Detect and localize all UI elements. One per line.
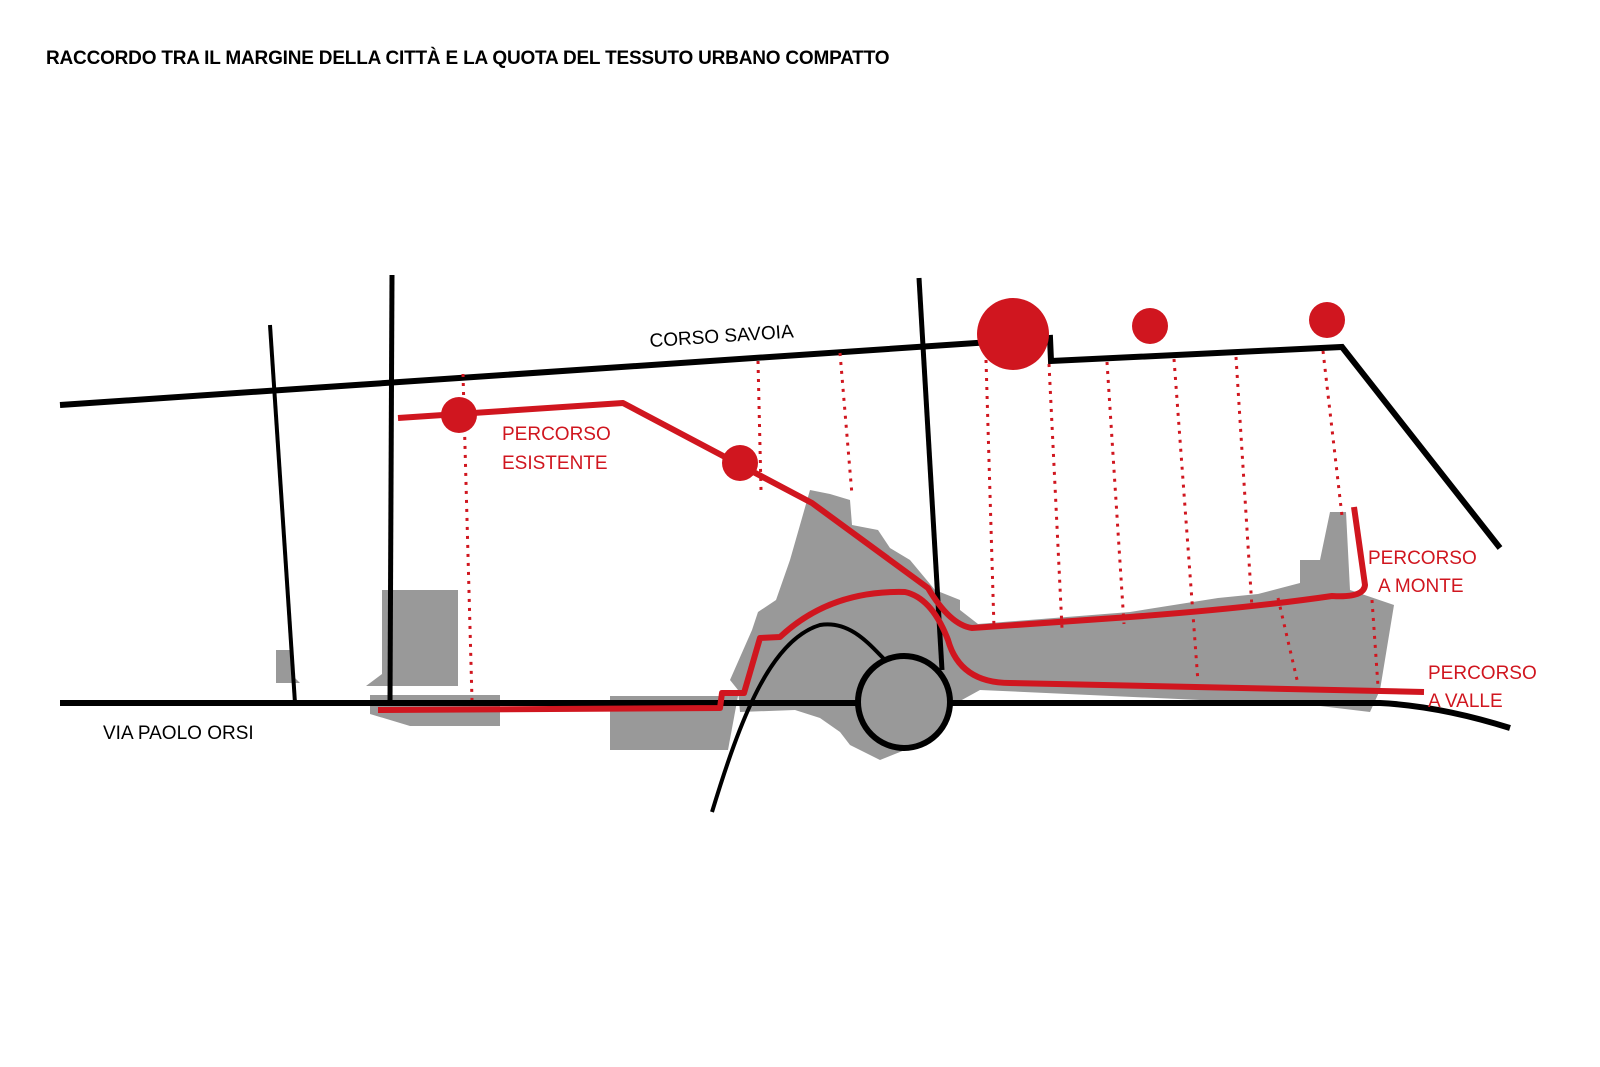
- route-label-downhill-2: A VALLE: [1428, 691, 1503, 712]
- node: [441, 397, 477, 433]
- node: [722, 445, 758, 481]
- cross-street-2: [387, 274, 395, 704]
- street-label-corso-savoia: CORSO SAVOIA: [649, 321, 795, 352]
- connection-line: [984, 359, 996, 629]
- route-existing: [397, 400, 1368, 631]
- nodes: [441, 298, 1345, 481]
- road-via-paolo-orsi: [60, 700, 1511, 731]
- built-area-left: [366, 590, 458, 686]
- route-label-existing-1: PERCORSO: [502, 424, 611, 445]
- connection-line: [1234, 356, 1254, 609]
- route-label-uphill-2: A MONTE: [1378, 576, 1464, 597]
- connection-line: [756, 360, 763, 491]
- node: [1309, 302, 1345, 338]
- route-label-downhill-1: PERCORSO: [1428, 663, 1537, 684]
- routes: [377, 400, 1425, 713]
- connection-line: [1321, 350, 1344, 517]
- built-area-left-small: [276, 650, 300, 683]
- road-network: [59, 274, 1511, 813]
- route-downhill: [377, 588, 1425, 713]
- cross-street-1: [268, 324, 297, 704]
- roundabout: [855, 653, 953, 751]
- route-label-uphill-1: PERCORSO: [1368, 548, 1477, 569]
- node: [1132, 308, 1168, 344]
- connection-line: [1276, 597, 1300, 685]
- connection-line: [1105, 361, 1126, 625]
- connection-line: [1047, 363, 1064, 629]
- street-label-via-paolo-orsi: VIA PAOLO ORSI: [103, 723, 254, 744]
- curved-road: [710, 622, 887, 813]
- diagram-title: RACCORDO TRA IL MARGINE DELLA CITTÀ E LA…: [46, 48, 890, 69]
- route-label-existing-2: ESISTENTE: [502, 453, 608, 474]
- node-large: [977, 298, 1049, 370]
- road-corso-savoia: [59, 334, 1503, 550]
- connection-line: [838, 352, 854, 496]
